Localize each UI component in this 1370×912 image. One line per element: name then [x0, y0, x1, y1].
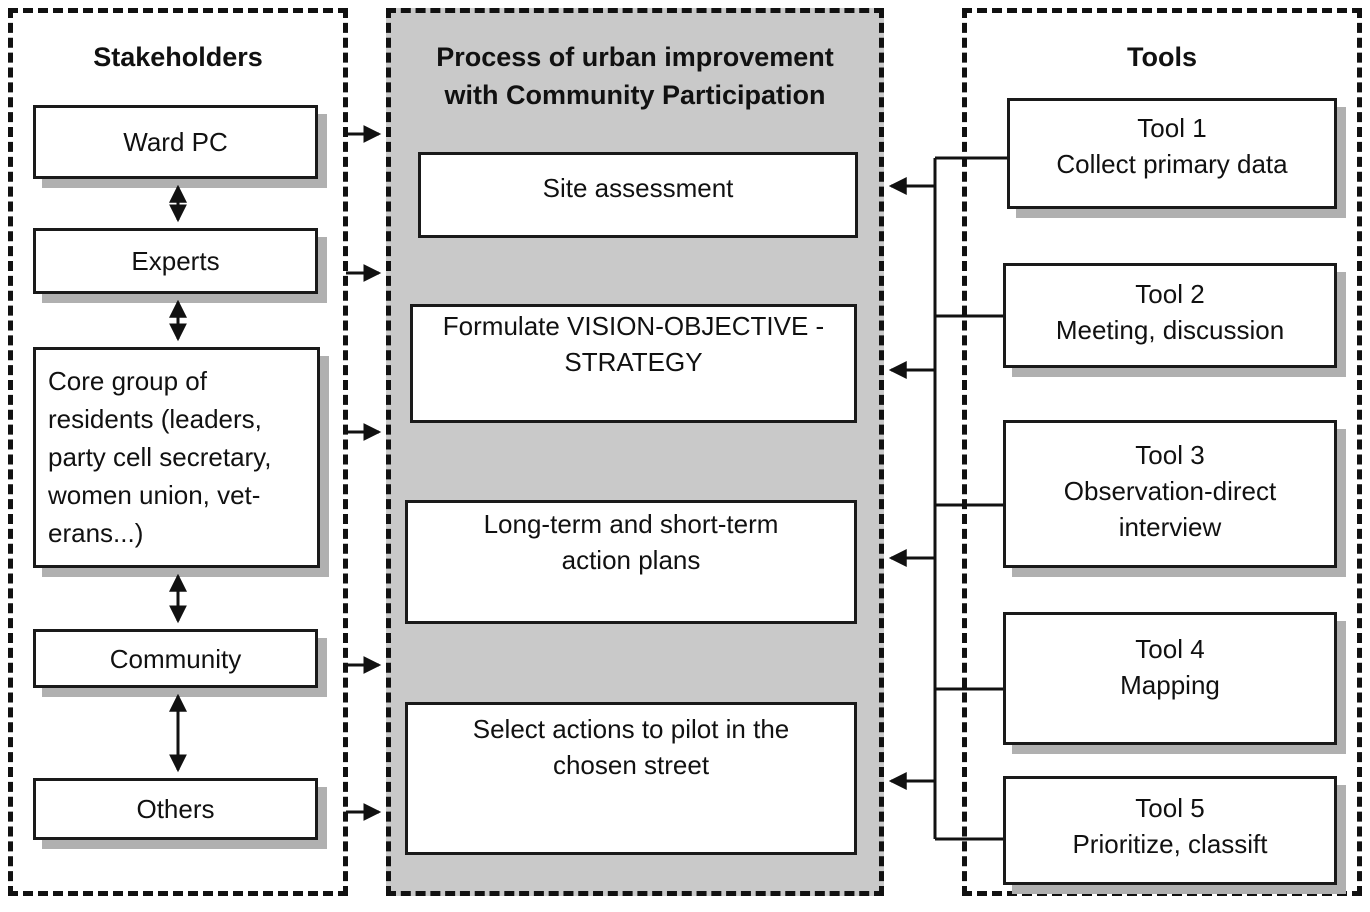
process-select-actions-box: Select actions to pilot in the chosen st… — [405, 702, 857, 855]
process-vision-objective-strategy-box: Formulate VISION-OBJECTIVE - STRATEGY — [410, 304, 857, 423]
stakeholder-community-box: Community — [33, 629, 318, 688]
process-site-assessment-box: Site assessment — [418, 152, 858, 238]
process-title: Process of urban improvement with Commun… — [436, 42, 834, 110]
stakeholders-title: Stakeholders — [93, 42, 263, 72]
tool-4-box: Tool 4 Mapping — [1003, 612, 1337, 745]
stakeholder-experts-box: Experts — [33, 228, 318, 294]
tool-2-box: Tool 2 Meeting, discussion — [1003, 263, 1337, 368]
stakeholder-ward-pc-box: Ward PC — [33, 105, 318, 179]
stakeholder-core-group-box: Core group of residents (leaders, party … — [33, 347, 320, 568]
tools-title: Tools — [1127, 42, 1197, 72]
tool-3-box: Tool 3 Observation-direct interview — [1003, 420, 1337, 568]
tool-1-box: Tool 1 Collect primary data — [1007, 98, 1337, 209]
tool-5-box: Tool 5 Prioritize, classift — [1003, 776, 1337, 885]
stakeholder-others-box: Others — [33, 778, 318, 840]
process-action-plans-box: Long-term and short-term action plans — [405, 500, 857, 624]
